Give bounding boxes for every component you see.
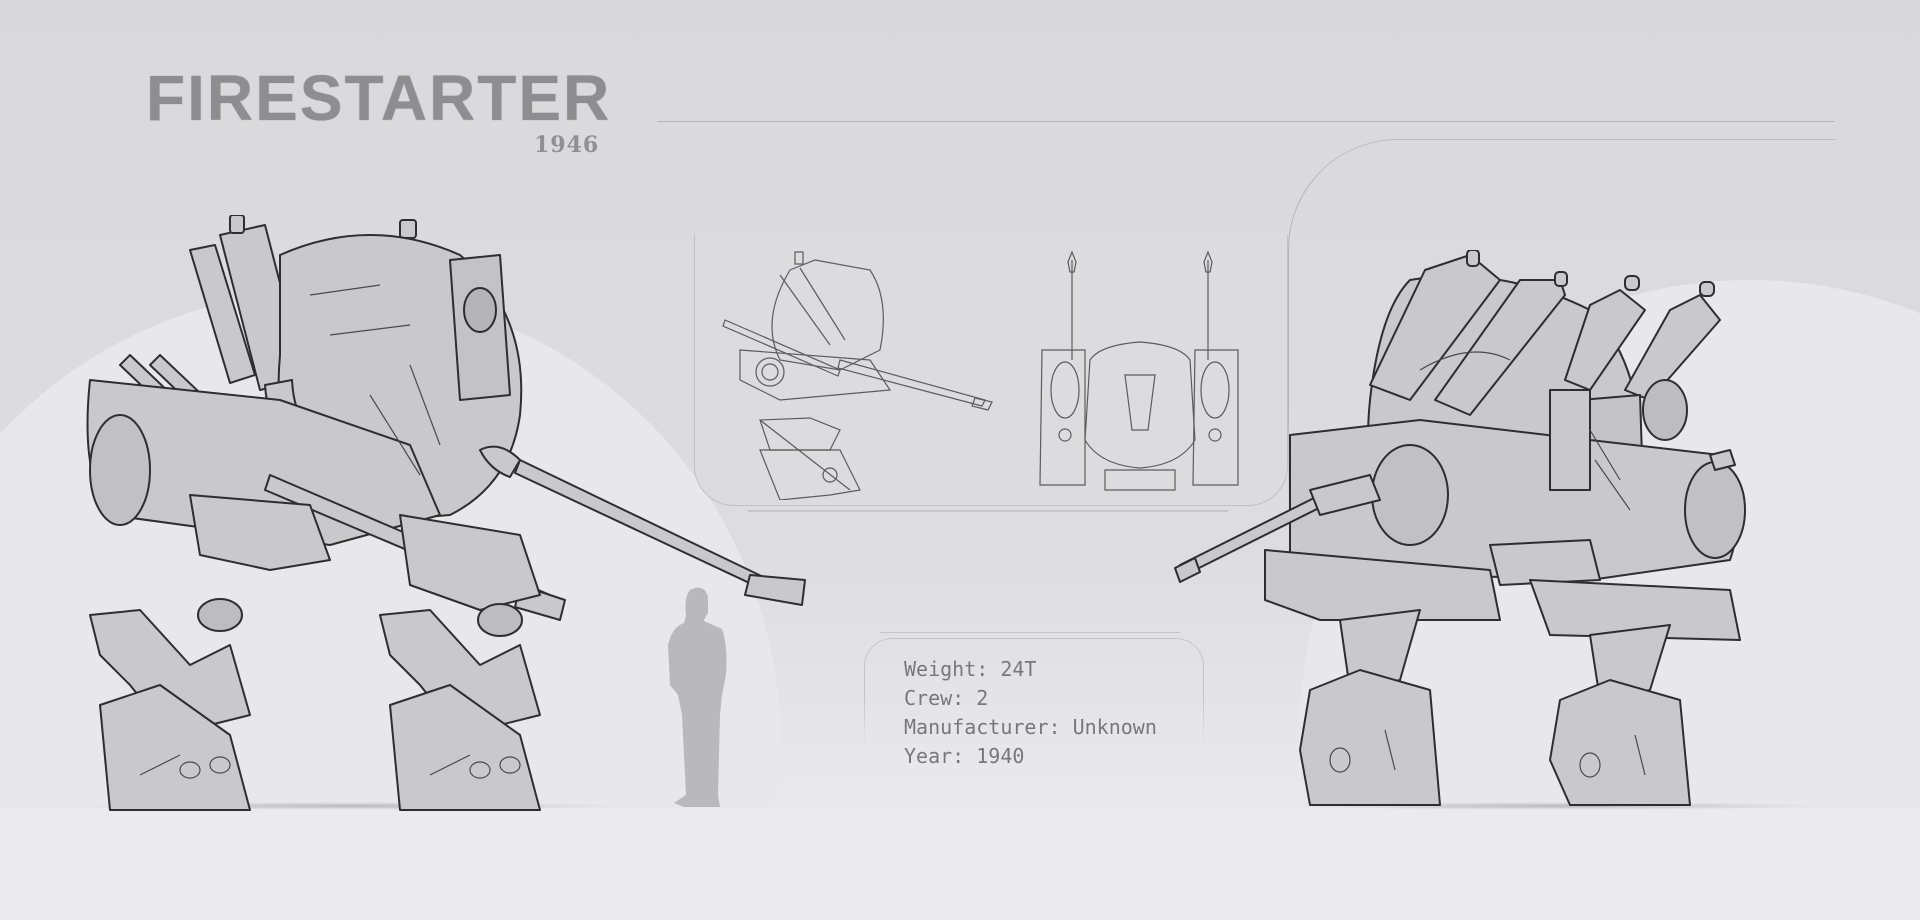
ortho-panel-shadow [748,510,1228,512]
specs-divider [880,632,1180,633]
spec-crew: Crew: 2 [904,686,989,710]
spec-weight: Weight: 24T [904,657,1037,681]
spec-manufacturer: Manufacturer: Unknown [904,715,1157,739]
page-title: FIRESTARTER [146,62,612,134]
orthographic-views-panel [694,235,1288,506]
specs-list: Weight: 24T Crew: 2 Manufacturer: Unknow… [904,655,1157,771]
left-mech-shadow [70,802,630,810]
front-view-lineart [1030,250,1240,495]
person-icon [668,587,727,807]
floor [0,808,1920,920]
mech-side-outline-icon [722,251,993,500]
right-view-frame [1288,139,1836,520]
spec-year: Year: 1940 [904,744,1025,768]
mech-front-outline-icon [1039,250,1239,491]
left-mech-illustration [80,215,820,815]
scale-human-silhouette [664,585,730,810]
right-mech-shadow [1290,802,1830,810]
mech-front-icon [86,215,806,811]
right-mech-illustration [1170,250,1830,815]
mech-rear-icon [1174,250,1746,806]
header-divider [657,121,1835,122]
page-subtitle-year: 1946 [534,132,600,158]
side-view-lineart [720,250,1000,500]
specs-panel [864,638,1204,769]
